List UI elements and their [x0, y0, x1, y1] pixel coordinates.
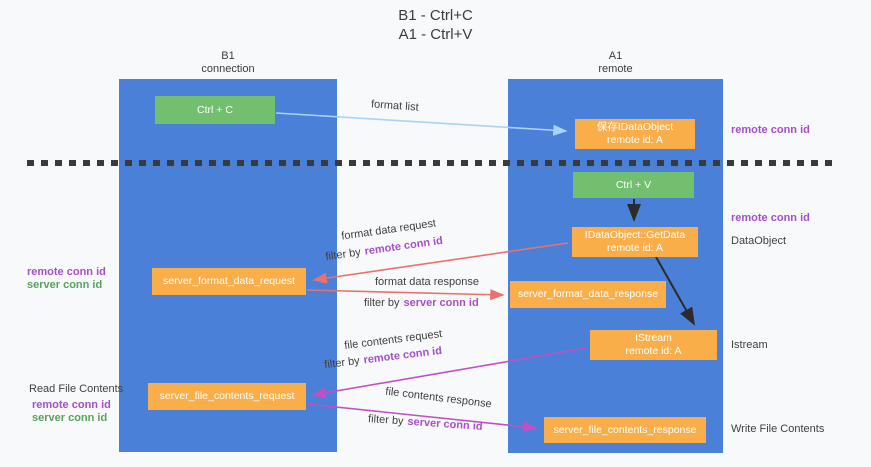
left-remote-conn-id-2: remote conn id	[32, 399, 111, 411]
column-header-a1: A1 remote	[508, 50, 723, 76]
column-a1-subtitle: remote	[598, 63, 633, 75]
column-a1-name: A1	[608, 50, 623, 62]
node-idataobject-getdata-line1: IDataObject::GetData	[584, 229, 686, 241]
filter-by-text: filter by	[364, 297, 400, 309]
node-ctrl-v-label: Ctrl + V	[615, 178, 652, 191]
left-read-file-contents: Read File Contents	[29, 383, 124, 395]
label-file-contents-response: file contents response	[384, 385, 493, 411]
node-server-format-data-response-label: server_format_data_response	[517, 288, 659, 300]
title-line-1: B1 - Ctrl+C	[398, 7, 473, 24]
node-server-format-data-request-label: server_format_data_request	[163, 275, 295, 287]
right-write-file-contents: Write File Contents	[731, 423, 825, 435]
node-server-file-contents-response-label: server_file_contents_response	[553, 423, 697, 436]
node-server-format-data-response: server_format_data_response	[510, 281, 666, 308]
label-format-list: format list	[370, 98, 420, 114]
node-server-file-contents-request: server_file_contents_request	[148, 383, 306, 410]
node-save-idataobject-line1: 保存IDataObject	[596, 121, 674, 133]
left-server-conn-id-2: server conn id	[32, 412, 108, 424]
server-conn-id-text: server conn id	[403, 297, 479, 309]
right-istream: Istream	[731, 339, 768, 351]
node-istream-line1: IStream	[635, 332, 672, 344]
column-header-b1: B1 connection	[119, 50, 337, 76]
server-conn-id-text: server conn id	[407, 415, 483, 433]
label-format-data-response: format data response	[375, 276, 479, 288]
node-istream-line2: remote id: A	[625, 345, 682, 357]
filter-by-text: filter by	[367, 413, 404, 428]
node-idataobject-getdata-line2: remote id: A	[606, 242, 664, 254]
node-ctrl-c-label: Ctrl + C	[197, 103, 233, 116]
node-ctrl-v: Ctrl + V	[573, 172, 694, 198]
left-remote-conn-id-1: remote conn id	[27, 266, 106, 278]
column-b1-subtitle: connection	[201, 63, 255, 75]
diagram-title: B1 - Ctrl+C A1 - Ctrl+V	[0, 6, 871, 44]
node-istream: IStream remote id: A	[590, 330, 717, 360]
title-line-2: A1 - Ctrl+V	[398, 26, 473, 43]
left-server-conn-id-1: server conn id	[27, 279, 103, 291]
node-server-format-data-request: server_format_data_request	[152, 268, 306, 295]
node-server-file-contents-request-label: server_file_contents_request	[159, 390, 295, 402]
column-b1-name: B1	[221, 50, 235, 62]
right-remote-conn-id-top: remote conn id	[731, 124, 810, 136]
node-save-idataobject-line2: remote id: A	[606, 134, 664, 146]
node-server-file-contents-response: server_file_contents_response	[544, 417, 706, 443]
remote-conn-id-text: remote conn id	[363, 234, 444, 258]
right-dataobject: DataObject	[731, 235, 787, 247]
right-remote-conn-id-mid: remote conn id	[731, 212, 810, 224]
node-save-idataobject: 保存IDataObject remote id: A	[575, 119, 695, 149]
node-idataobject-getdata: IDataObject::GetData remote id: A	[572, 227, 698, 257]
node-ctrl-c: Ctrl + C	[155, 96, 275, 124]
